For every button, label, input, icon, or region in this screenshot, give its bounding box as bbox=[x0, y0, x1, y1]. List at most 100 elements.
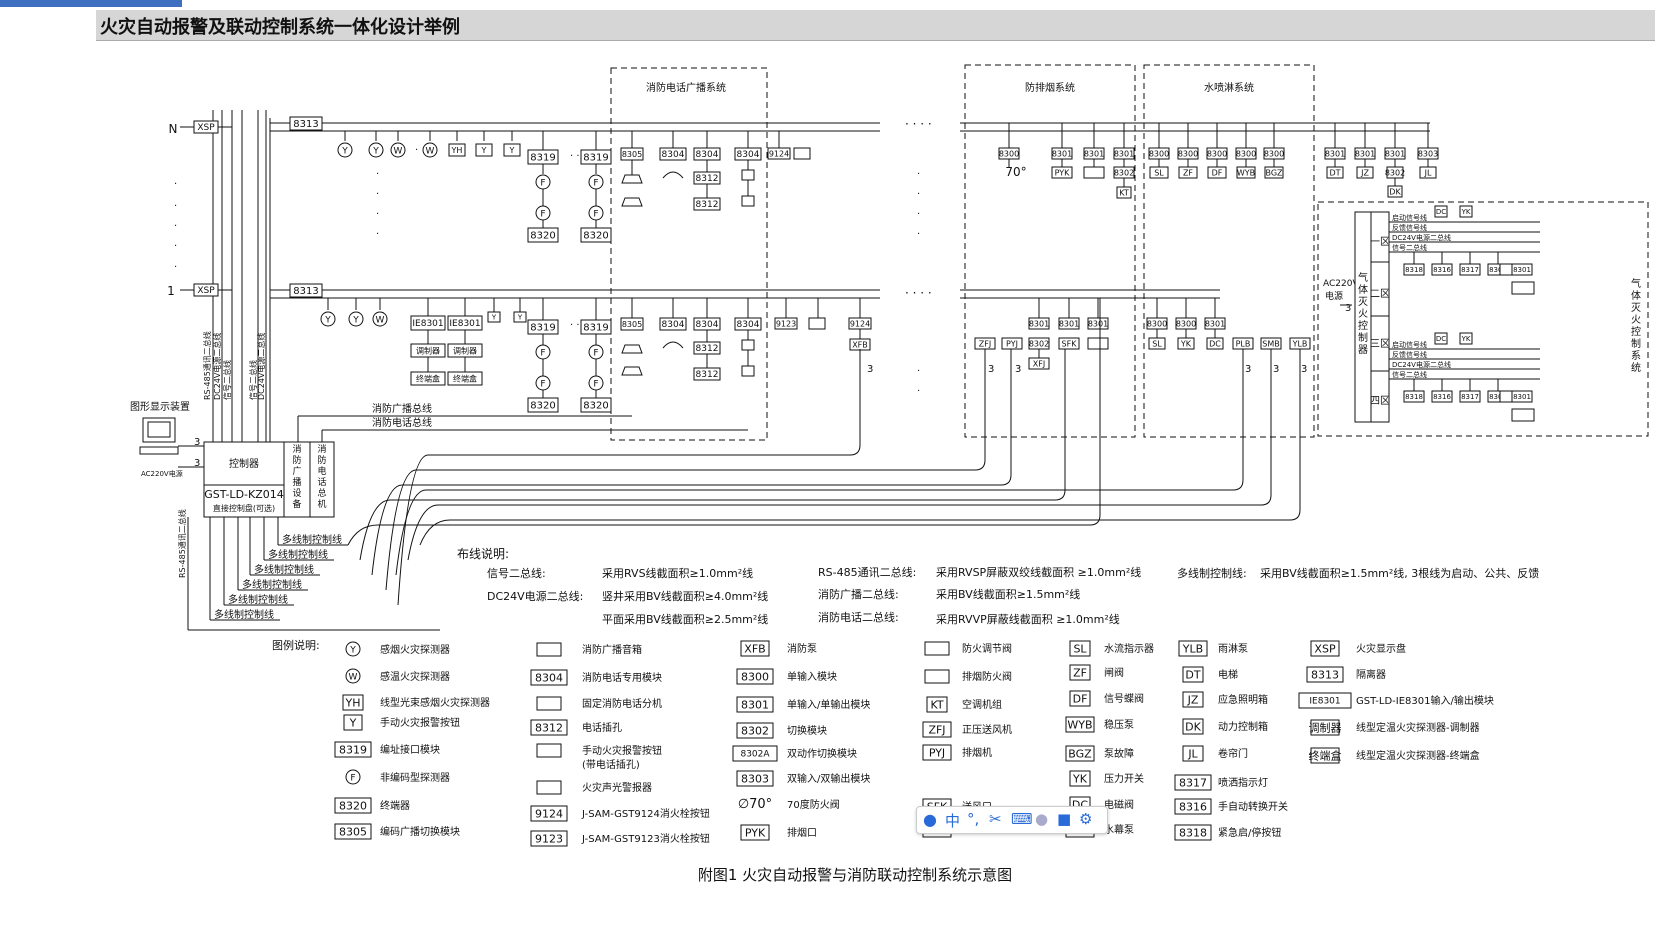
legend-symbol-36-label: BGZ bbox=[1068, 747, 1092, 760]
legend-symbol-43 bbox=[1182, 718, 1204, 735]
legend-symbol-34-label: DF bbox=[1073, 692, 1088, 705]
smoke-dev-bot-3 bbox=[1058, 337, 1080, 350]
device-top-5-label: Y bbox=[481, 146, 487, 155]
legend-symbol-1-label: W bbox=[349, 673, 358, 683]
jack-8312-bot-1 bbox=[693, 367, 721, 381]
floor-label-1: 1 bbox=[167, 284, 175, 298]
bc-device-label: 防 bbox=[292, 454, 301, 466]
tel-device-label: 电 bbox=[317, 465, 326, 477]
multi-line-label-0: 多线制控制线 bbox=[282, 533, 342, 546]
ime-user-icon[interactable]: ● bbox=[1035, 810, 1049, 828]
bc-device-label: 设 bbox=[292, 488, 301, 499]
button-9124-top bbox=[767, 147, 791, 160]
trunk-bus-label: 信号二总线 bbox=[222, 360, 232, 400]
legend-symbol-4-label: 8319 bbox=[339, 743, 367, 756]
legend-symbol-5 bbox=[345, 769, 361, 785]
legend-symbol-0 bbox=[345, 641, 361, 657]
legend-symbol-17 bbox=[740, 640, 770, 657]
sprk-dev-bot-0-label: SL bbox=[1152, 339, 1162, 348]
dots: · bbox=[917, 386, 920, 397]
detector-bot-1-label: Y bbox=[352, 316, 359, 326]
legend-symbol-17-label: XFB bbox=[744, 642, 765, 655]
legend-text-33: 闸阀 bbox=[1104, 666, 1124, 679]
legend-text-41: 电梯 bbox=[1218, 668, 1238, 681]
gas-system-title: 统 bbox=[1631, 361, 1641, 374]
ime-settings-icon[interactable]: ⚙ bbox=[1079, 810, 1093, 828]
ime-skin-icon[interactable]: ■ bbox=[1057, 810, 1072, 828]
nondetector-top-1-label: F bbox=[593, 179, 598, 189]
wiring-title: 布线说明: bbox=[457, 546, 509, 561]
sprk-dev-top-2 bbox=[1207, 166, 1227, 179]
wiring-label: RS-485通讯二总线: bbox=[818, 565, 916, 579]
gas-line-label: DC24V电源二总线 bbox=[1392, 360, 1451, 369]
gas-line-label: 信号二总线 bbox=[1392, 370, 1427, 379]
right-dev-top-1-label: JZ bbox=[1360, 168, 1369, 177]
gas-line-label: 反馈信号线 bbox=[1392, 223, 1427, 232]
wiring-text: 采用RVVP屏蔽线截面积 ≥1.0mm²线 bbox=[936, 612, 1120, 626]
legend-symbol-16-label: 9123 bbox=[535, 832, 563, 845]
ime-toolbar[interactable]: ● 中 °, ✂ ⌨ ● ■ ⚙ bbox=[916, 806, 1108, 834]
ime-logo-icon[interactable]: ● bbox=[923, 810, 937, 829]
sprk-dev-top-1-label: ZF bbox=[1183, 168, 1193, 177]
legend-text-19: 单输入/单输出模块 bbox=[787, 698, 870, 711]
legend-symbol-21-label: 8302A bbox=[740, 750, 770, 760]
nondetector2-top-0-label: F bbox=[540, 210, 545, 220]
terminal-8320-top-0-label: 8320 bbox=[530, 231, 555, 242]
ime-lang-toggle[interactable]: 中 bbox=[945, 812, 961, 830]
wiring-text: 采用RVS线截面积≥1.0mm²线 bbox=[602, 566, 753, 580]
right-mod-top-2-label: 8301 bbox=[1385, 149, 1405, 158]
legend-symbol-8 bbox=[536, 642, 562, 657]
legend-text-10: 固定消防电话分机 bbox=[582, 697, 662, 710]
page-title: 火灾自动报警及联动控制系统一体化设计举例 bbox=[100, 17, 460, 38]
gas-mod-1-0 bbox=[1403, 390, 1425, 403]
smoke-mod-top-2-label: 8301 bbox=[1084, 149, 1104, 158]
jack-8312-bot-0-label: 8312 bbox=[696, 344, 719, 354]
nondetector2-bot-1-label: F bbox=[593, 380, 598, 390]
sprk-mod-bot-2-label: 8301 bbox=[1205, 319, 1225, 328]
tel-device-label: 防 bbox=[317, 454, 326, 466]
pyk-top bbox=[1051, 166, 1073, 179]
legend-symbol-49-label: 8313 bbox=[1311, 668, 1339, 681]
trunk-bus-label: DC24V电源二总线 bbox=[212, 333, 222, 400]
ime-punct-toggle[interactable]: °, bbox=[967, 810, 980, 828]
controller-title: 控制器 bbox=[229, 457, 259, 470]
right-dev-top-1 bbox=[1356, 166, 1374, 179]
dots: · bbox=[376, 229, 379, 240]
sprk-dev-bot-2 bbox=[1206, 337, 1224, 350]
gas-mod-0-0 bbox=[1403, 263, 1425, 276]
bc-device-box bbox=[283, 441, 311, 518]
legend-symbol-6 bbox=[334, 797, 372, 814]
terminal-box-0 bbox=[410, 371, 446, 386]
button-9123-bot bbox=[774, 317, 798, 330]
return-wire-2 bbox=[371, 349, 1012, 576]
legend-symbol-47-label: 8318 bbox=[1179, 826, 1207, 839]
module-8304-top-1-label: 8304 bbox=[696, 150, 719, 160]
wiring-label: 信号二总线: bbox=[487, 566, 546, 580]
gas-dc-1 bbox=[1434, 332, 1448, 345]
legend-symbol-32 bbox=[1069, 640, 1091, 657]
legend-symbol-40 bbox=[1178, 640, 1208, 657]
ime-scissors-icon[interactable]: ✂ bbox=[989, 810, 1002, 828]
wire-count: 3 bbox=[867, 364, 873, 375]
sprk-dev-bot-2-label: DC bbox=[1209, 339, 1221, 348]
gas-mod-0-2 bbox=[1459, 263, 1481, 276]
wire-count: 3 bbox=[1245, 364, 1251, 375]
module-8304-bot-0 bbox=[659, 317, 687, 331]
module-8304-bot-2-label: 8304 bbox=[737, 320, 760, 330]
terminal-box-1 bbox=[447, 371, 483, 386]
legend-symbol-7-label: 8305 bbox=[339, 825, 367, 838]
wire-count: 3 bbox=[1345, 303, 1351, 314]
gas-controller-label: 灭 bbox=[1358, 296, 1368, 308]
legend-text-24: 排烟口 bbox=[787, 826, 817, 839]
return-wire-5 bbox=[419, 349, 1301, 546]
continuation-dots: · · · · bbox=[905, 117, 932, 131]
gas-system-title: 制 bbox=[1631, 337, 1641, 350]
phone-icon bbox=[662, 171, 684, 179]
top-bar bbox=[0, 0, 1655, 8]
module-8304-top-2-label: 8304 bbox=[737, 150, 760, 160]
dots: · bbox=[376, 209, 379, 220]
legend-symbol-19 bbox=[736, 696, 774, 713]
ime-keyboard-icon[interactable]: ⌨ bbox=[1011, 810, 1033, 828]
dots: · bbox=[376, 169, 379, 180]
button-9124-top-label: 9124 bbox=[769, 149, 789, 158]
